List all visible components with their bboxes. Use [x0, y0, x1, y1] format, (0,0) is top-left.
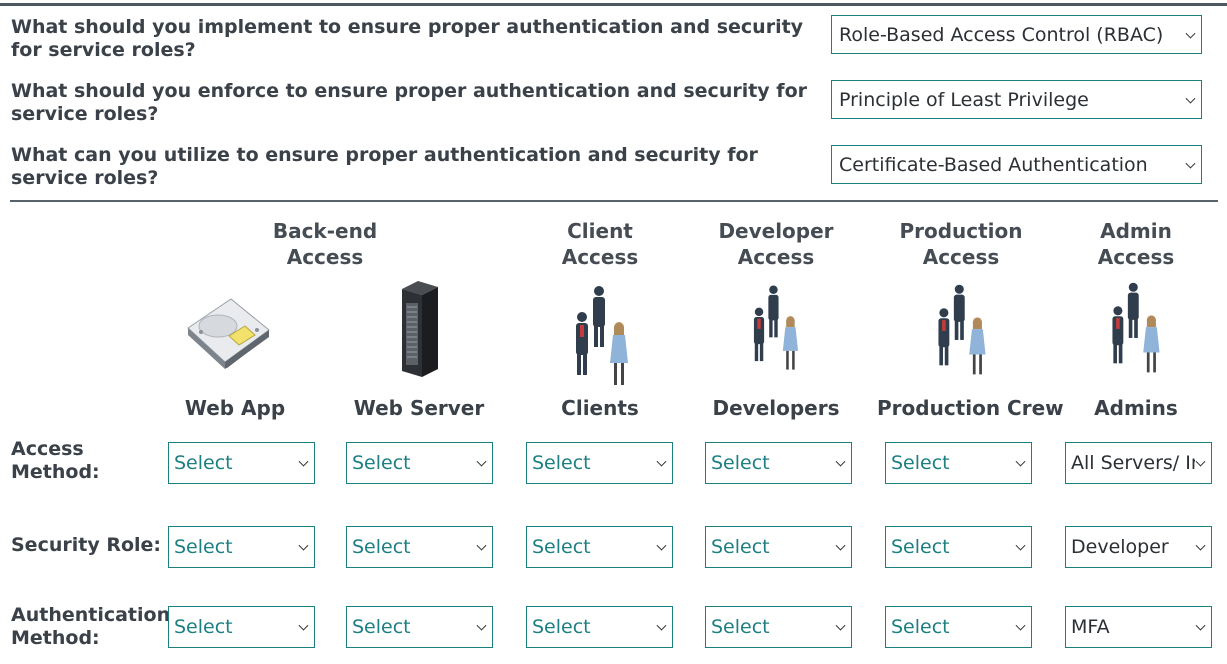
admins-security-role-select[interactable]: Developer: [1065, 526, 1212, 568]
chevron-down-icon: [1195, 456, 1206, 467]
production-crew-access-method-select[interactable]: Select: [885, 442, 1032, 484]
web-server-authentication-method-select[interactable]: Select: [346, 606, 493, 648]
web-server-access-method-select[interactable]: Select: [346, 442, 493, 484]
web-app-access-method-select[interactable]: Select: [168, 442, 315, 484]
header-developer-access: Developer Access: [718, 219, 834, 269]
question-utilize: What can you utilize to ensure proper au…: [11, 144, 758, 189]
row-label-security-role: Security Role:: [11, 534, 162, 556]
select-value: MFA: [1071, 616, 1110, 638]
chevron-down-icon: [476, 456, 487, 467]
select-value: Select: [891, 452, 950, 474]
chevron-down-icon: [298, 620, 309, 631]
developers-access-method-select[interactable]: Select: [705, 442, 852, 484]
admins-access-method-select[interactable]: All Servers/ Ir: [1065, 442, 1212, 484]
people-group-icon: [570, 283, 634, 389]
web-app-security-role-select[interactable]: Select: [168, 526, 315, 568]
select-value: Select: [711, 616, 770, 638]
chevron-down-icon: [1015, 620, 1026, 631]
people-group-icon: [1104, 280, 1168, 376]
chevron-down-icon: [1185, 158, 1196, 169]
select-value: Select: [174, 616, 233, 638]
chevron-down-icon: [1015, 456, 1026, 467]
web-app-authentication-method-select[interactable]: Select: [168, 606, 315, 648]
header-admin-access: Admin Access: [1097, 219, 1175, 269]
chevron-down-icon: [298, 456, 309, 467]
clients-authentication-method-select[interactable]: Select: [526, 606, 673, 648]
chevron-down-icon: [656, 540, 667, 551]
web-server-security-role-select[interactable]: Select: [346, 526, 493, 568]
section-divider: [10, 200, 1218, 202]
row-label-access-method: Access Method:: [11, 438, 100, 483]
chevron-down-icon: [835, 456, 846, 467]
header-production-access: Production Access: [899, 219, 1023, 269]
header-client-access: Client Access: [561, 219, 639, 269]
chevron-down-icon: [1185, 93, 1196, 104]
select-value: Select: [174, 536, 233, 558]
chevron-down-icon: [656, 620, 667, 631]
implement-dropdown-value: Role-Based Access Control (RBAC): [839, 23, 1164, 46]
top-divider: [0, 3, 1227, 6]
implement-dropdown[interactable]: Role-Based Access Control (RBAC): [831, 15, 1202, 54]
item-admins: Admins: [1094, 396, 1178, 420]
item-developers: Developers: [712, 396, 840, 420]
select-value: Select: [352, 536, 411, 558]
item-clients: Clients: [561, 396, 639, 420]
row-label-authentication-method: Authentication Method:: [11, 604, 171, 649]
chevron-down-icon: [1195, 620, 1206, 631]
chevron-down-icon: [476, 540, 487, 551]
developers-security-role-select[interactable]: Select: [705, 526, 852, 568]
clients-access-method-select[interactable]: Select: [526, 442, 673, 484]
chevron-down-icon: [1015, 540, 1026, 551]
header-backend-access: Back-end Access: [272, 219, 378, 269]
item-web-server: Web Server: [353, 396, 485, 420]
question-implement: What should you implement to ensure prop…: [11, 16, 804, 61]
chevron-down-icon: [835, 540, 846, 551]
select-value: Select: [711, 536, 770, 558]
select-value: Select: [532, 616, 591, 638]
enforce-dropdown-value: Principle of Least Privilege: [839, 88, 1089, 111]
select-value: Select: [891, 616, 950, 638]
chevron-down-icon: [656, 456, 667, 467]
select-value: Select: [532, 536, 591, 558]
utilize-dropdown-value: Certificate-Based Authentication: [839, 153, 1148, 176]
people-group-icon: [930, 282, 994, 378]
select-value: All Servers/ Ir: [1071, 452, 1195, 474]
server-rack-icon: [398, 281, 440, 377]
chevron-down-icon: [1185, 28, 1196, 39]
production-crew-security-role-select[interactable]: Select: [885, 526, 1032, 568]
production-crew-authentication-method-select[interactable]: Select: [885, 606, 1032, 648]
select-value: Select: [174, 452, 233, 474]
people-group-icon: [744, 283, 808, 373]
chevron-down-icon: [1195, 540, 1206, 551]
chevron-down-icon: [835, 620, 846, 631]
item-production-crew: Production Crew: [877, 396, 1064, 420]
enforce-dropdown[interactable]: Principle of Least Privilege: [831, 80, 1202, 119]
developers-authentication-method-select[interactable]: Select: [705, 606, 852, 648]
utilize-dropdown[interactable]: Certificate-Based Authentication: [831, 145, 1202, 184]
select-value: Select: [891, 536, 950, 558]
hard-drive-icon: [185, 296, 273, 374]
chevron-down-icon: [476, 620, 487, 631]
select-value: Select: [352, 452, 411, 474]
select-value: Developer: [1071, 536, 1169, 558]
admins-authentication-method-select[interactable]: MFA: [1065, 606, 1212, 648]
select-value: Select: [711, 452, 770, 474]
clients-security-role-select[interactable]: Select: [526, 526, 673, 568]
select-value: Select: [532, 452, 591, 474]
question-enforce: What should you enforce to ensure proper…: [11, 80, 807, 125]
item-web-app: Web App: [184, 396, 286, 420]
chevron-down-icon: [298, 540, 309, 551]
select-value: Select: [352, 616, 411, 638]
